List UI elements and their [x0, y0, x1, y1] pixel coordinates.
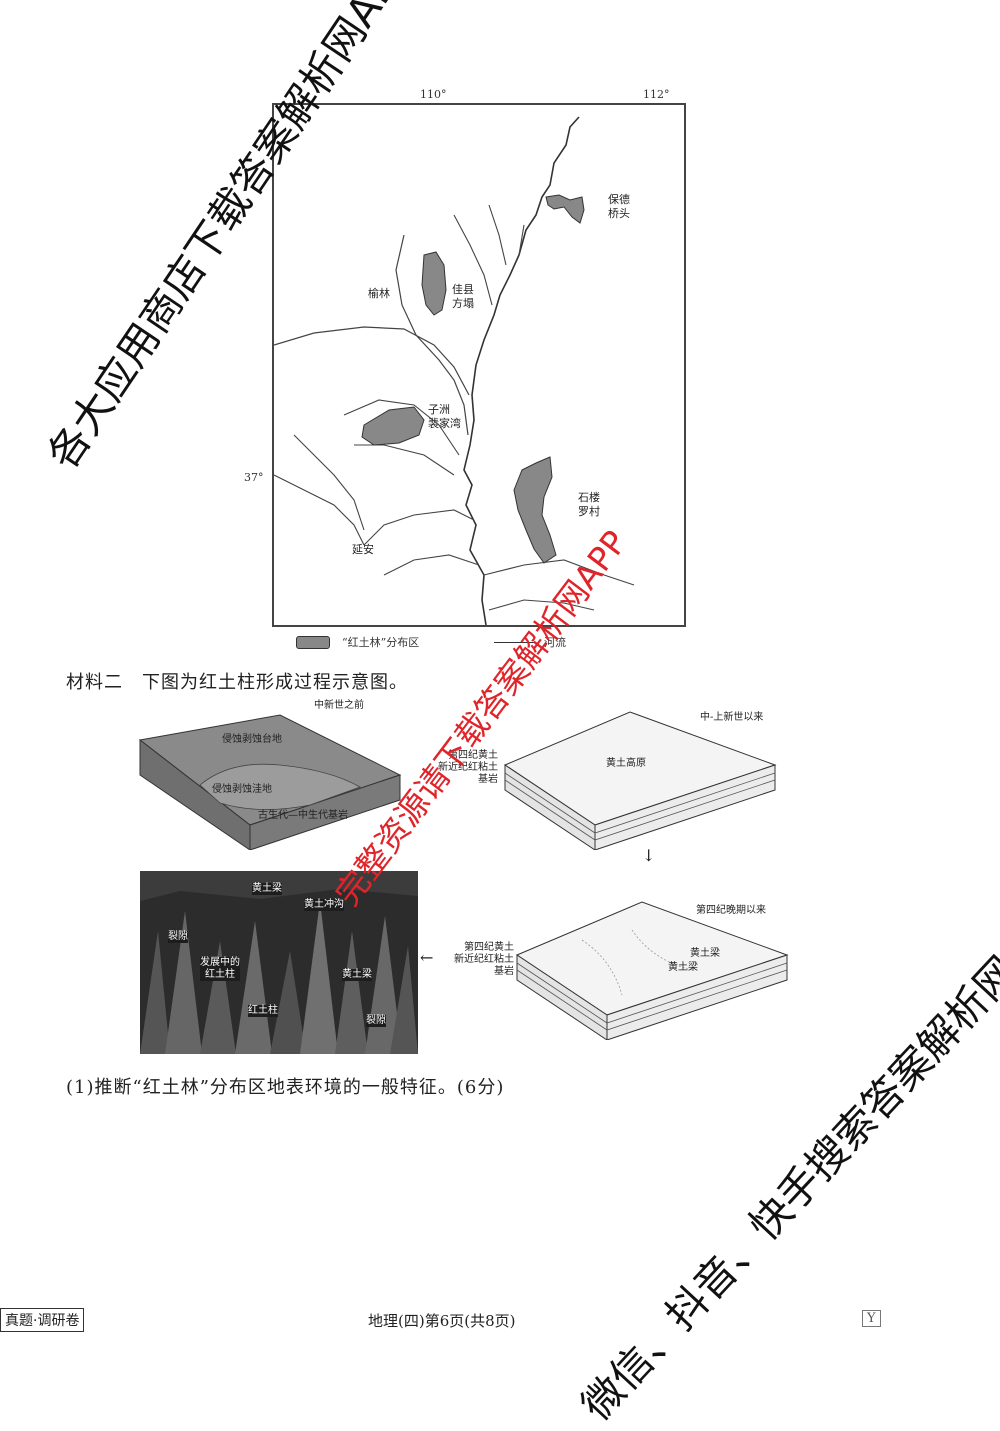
- footer-page-number: 地理(四)第6页(共8页): [368, 1312, 516, 1330]
- map-drawing: [274, 116, 635, 625]
- block1-basin-label: 侵蚀剥蚀洼地: [212, 784, 272, 795]
- photo-label-pillar: 红土柱: [248, 1005, 278, 1017]
- place-yulin: 榆林: [368, 287, 390, 300]
- area-shilou: [513, 456, 557, 564]
- block3-ridge-label-1: 黄土梁: [690, 948, 720, 959]
- photo-label-developing: 发展中的红土柱: [200, 957, 240, 981]
- block2-diagram: [503, 711, 777, 850]
- legend-river-label: 河流: [544, 636, 566, 649]
- legend-area-label: “红土林”分布区: [342, 636, 420, 649]
- material2-caption: 材料二 下图为红土柱形成过程示意图。: [66, 672, 408, 693]
- block2-surface-label: 黄土高原: [606, 758, 646, 769]
- block3-ridge-label-2: 黄土梁: [668, 962, 698, 973]
- block3-diagram: [515, 901, 789, 1040]
- block2-layers: 第四纪黄土 新近纪红粘土 基岩: [438, 750, 498, 785]
- place-shilou: 石楼罗村: [578, 491, 600, 518]
- place-yanan: 延安: [352, 543, 374, 556]
- photo-label-ridge-1: 黄土梁: [252, 883, 282, 895]
- area-jiaxian: [421, 251, 447, 316]
- photo-label-ridge-2: 黄土梁: [342, 969, 372, 981]
- block3-layers: 第四纪黄土 新近纪红粘土 基岩: [454, 942, 514, 977]
- photo-label-crack-1: 裂隙: [168, 931, 188, 943]
- arrow-down: ↓: [642, 846, 656, 865]
- block1-title: 中新世之前: [314, 700, 364, 711]
- legend-area-swatch: [296, 636, 330, 649]
- area-zizhou: [361, 406, 425, 446]
- lon-label-110: 110°: [420, 88, 447, 101]
- place-zizhou: 子洲裴家湾: [428, 403, 461, 430]
- block1-bedrock-label: 古生代—中生代基岩: [258, 810, 348, 821]
- lon-label-112: 112°: [643, 88, 670, 101]
- photo-label-gully: 黄土冲沟: [304, 899, 344, 911]
- red-earth-pillar-photo: 黄土梁 黄土冲沟 裂隙 发展中的红土柱 黄土梁 红土柱 裂隙: [140, 871, 418, 1054]
- footer-version-badge: Y: [862, 1310, 881, 1327]
- question-1: (1)推断“红土林”分布区地表环境的一般特征。(6分): [66, 1077, 505, 1098]
- block1-plateau-label: 侵蚀剥蚀台地: [222, 734, 282, 745]
- place-jiaxian: 佳县方塌: [452, 283, 474, 310]
- place-baode: 保德桥头: [608, 193, 630, 220]
- lat-label-37: 37°: [244, 471, 264, 484]
- map-frame: 保德桥头 榆林 佳县方塌 子洲裴家湾 石楼罗村 延安: [272, 103, 686, 627]
- arrow-left: ←: [420, 948, 434, 967]
- yellow-river: [463, 116, 580, 625]
- block2-title: 中-上新世以来: [700, 712, 764, 723]
- area-baode: [545, 194, 585, 224]
- block3-title: 第四纪晚期以来: [696, 905, 766, 916]
- block1-diagram: [138, 714, 402, 850]
- footer-series-label: 真题·调研卷: [0, 1308, 85, 1332]
- photo-label-crack-2: 裂隙: [366, 1015, 386, 1027]
- legend-river-line: [494, 642, 536, 643]
